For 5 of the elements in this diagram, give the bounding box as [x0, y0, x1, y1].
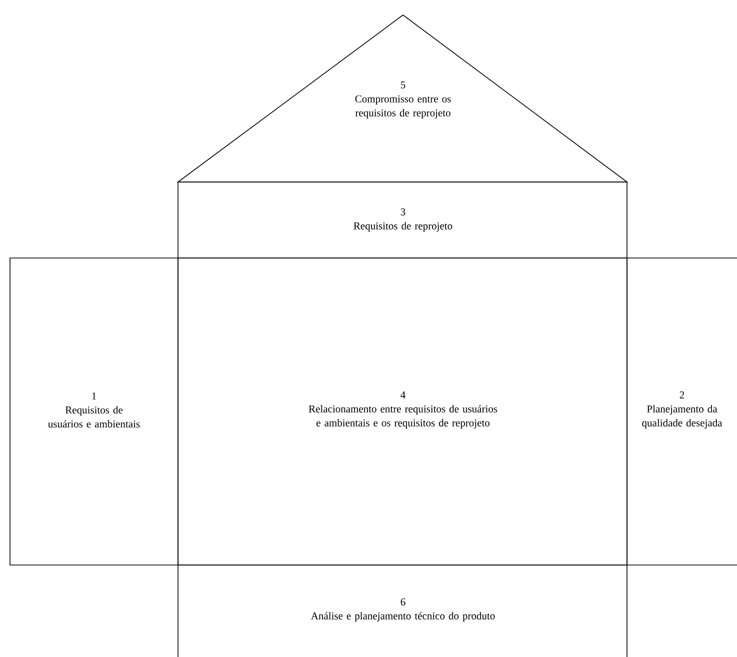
header-box: 3 Requisitos de reprojeto	[178, 182, 628, 258]
bottom-box: 6 Análise e planejamento técnico do produto	[178, 564, 628, 657]
matrix-box: 4 Relacionamento entre requisitos de usuários e ambientais e os requisitos de reprojeto	[178, 258, 628, 566]
side-box: 2 Planejamento da qualidade desejada	[626, 258, 737, 566]
side-box: 1 Requisitos de usuários e ambientais	[10, 258, 178, 566]
